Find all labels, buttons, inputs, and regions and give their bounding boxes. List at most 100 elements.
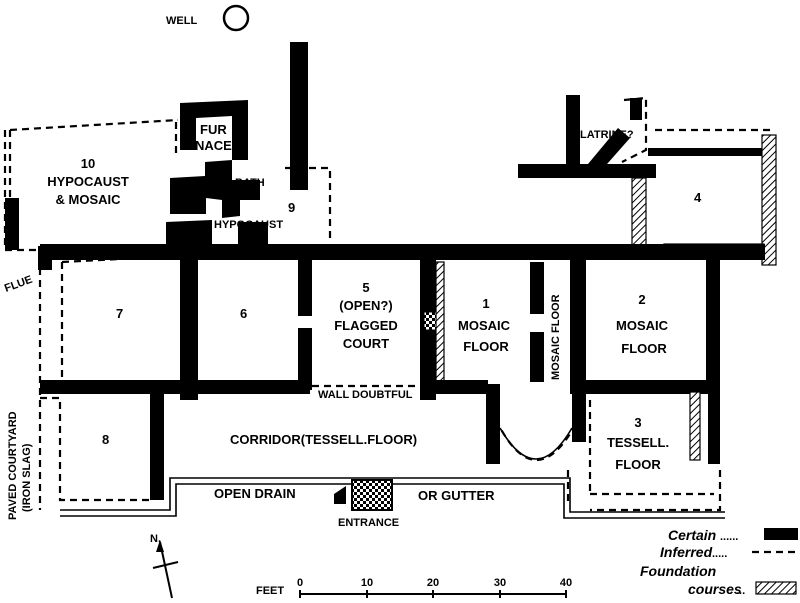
interior-walls	[180, 250, 720, 400]
room-4-east-foundation	[761, 134, 777, 266]
hypocaust-mass-2	[238, 222, 268, 248]
room-2-label-2: FLOOR	[621, 341, 667, 356]
apse-east-wall	[572, 390, 586, 442]
room-2-east-wall	[706, 250, 720, 390]
entrance-label: ENTRANCE	[338, 517, 399, 529]
corridor-walls	[150, 380, 722, 512]
entrance-post	[334, 486, 346, 504]
room-3-inferred-wall	[566, 400, 714, 506]
latrine-label: LATRINE?	[580, 129, 634, 141]
scale-tick-label-10: 10	[361, 577, 373, 589]
entrance-paving	[351, 479, 393, 511]
flue: FLUE	[3, 246, 52, 295]
scale-tick-label-20: 20	[427, 577, 439, 589]
bath-wall	[170, 160, 260, 218]
latrine-west-wall	[566, 95, 580, 167]
south-wall-room-2	[570, 380, 720, 394]
room-9-hypocaust-label: HYPOCAUST	[214, 219, 283, 231]
room-9-inferred-wall	[285, 166, 332, 240]
drain-north-edge	[60, 477, 725, 513]
room-5-label-1: (OPEN?)	[339, 298, 392, 313]
legend-foundation-dots: ...	[736, 585, 745, 597]
paved-courtyard-label-2: (IRON SLAG)	[21, 443, 33, 512]
room-7-number: 7	[116, 306, 123, 321]
paved-courtyard-label-1: PAVED COURTYARD	[7, 411, 19, 520]
room-10-label-2: & MOSAIC	[56, 192, 122, 207]
south-wall-room-1-west	[432, 380, 488, 394]
legend-certain-dots: ......	[720, 531, 738, 543]
range-south-wall: WALL DOUBTFUL	[40, 380, 720, 401]
latrine-inferred-wall	[621, 96, 648, 163]
room-8-east-wall	[150, 380, 164, 500]
or-gutter-label: OR GUTTER	[418, 488, 495, 503]
scale-tick-label-30: 30	[494, 577, 506, 589]
room-1-number: 1	[482, 296, 489, 311]
hypocaust-mass-1	[166, 220, 212, 248]
room-3-east-wall	[708, 384, 720, 464]
room-6-number: 6	[240, 306, 247, 321]
room-9-number: 9	[288, 200, 295, 215]
room-3-label-1: TESSELL.	[607, 435, 669, 450]
room-4-north-wall	[648, 148, 766, 156]
room-10-label-1: HYPOCAUST	[47, 174, 129, 189]
scale-tick-label-40: 40	[560, 577, 572, 589]
legend-foundation-label-2: courses	[688, 581, 742, 597]
room-1-label-1: MOSAIC	[458, 318, 511, 333]
room-10-number: 10	[81, 156, 95, 171]
room-8-number: 8	[102, 432, 109, 447]
legend-inferred-label: Inferred	[660, 544, 713, 560]
wall-6-5-lower	[298, 328, 312, 390]
legend-certain-label: Certain	[668, 527, 716, 543]
apse-inner	[499, 427, 573, 460]
furnace-label-1: FUR	[200, 122, 227, 137]
mosaic-floor-vertical-label: MOSAIC FLOOR	[550, 294, 562, 380]
legend: Certain ...... Inferred ..... Foundation…	[640, 527, 798, 597]
room-1-inner-wall-lower	[530, 332, 544, 382]
west-rooms-inferred-wall	[40, 254, 181, 502]
legend-certain-swatch	[764, 528, 798, 540]
room-1-inner-wall-upper	[530, 262, 544, 314]
north-spur-wall	[290, 42, 308, 190]
latrine-post	[630, 98, 642, 120]
well-circle	[222, 4, 250, 32]
apse-west-wall	[486, 384, 500, 464]
north-label: N.	[150, 533, 161, 545]
wall-5-1-mosaic-patch	[423, 311, 437, 331]
wall-1-2	[570, 250, 586, 382]
bath-label: BATH	[235, 177, 265, 189]
well-label: WELL	[166, 15, 197, 27]
legend-foundation-swatch	[755, 581, 797, 595]
bath-suite-walls	[3, 42, 332, 252]
furnace-wall	[180, 100, 248, 160]
room-4-number: 4	[694, 190, 702, 205]
wall-5-1-foundation	[435, 261, 445, 383]
flue-wall	[38, 246, 52, 270]
room-2-label-1: MOSAIC	[616, 318, 669, 333]
well: WELL	[166, 4, 250, 32]
north-arrow-head	[156, 540, 164, 552]
north-arrow: N.	[150, 533, 179, 599]
south-wall-west	[40, 380, 310, 394]
legend-inferred-dots: .....	[712, 548, 727, 560]
latrine-room-4-walls	[518, 95, 777, 266]
room-3-label-2: FLOOR	[615, 457, 661, 472]
room-1-label-2: FLOOR	[463, 339, 509, 354]
room-5-number: 5	[362, 280, 369, 295]
wall-6-5-upper	[298, 250, 312, 316]
room-4-west-foundation	[631, 177, 647, 249]
north-arrow-crossbar	[152, 561, 179, 569]
room-10-west-wall	[5, 198, 19, 250]
room-3-foundation	[689, 391, 701, 461]
room-4-west-wall	[518, 164, 656, 178]
wall-doubtful-label: WALL DOUBTFUL	[318, 389, 413, 401]
open-drain-label: OPEN DRAIN	[214, 486, 296, 501]
scale-tick-label-0: 0	[297, 577, 303, 589]
room-3-number: 3	[634, 415, 641, 430]
room-3-outer-inferred	[590, 470, 722, 512]
room-labels: FUR NACE? 10 HYPOCAUST & MOSAIC BATH 9 H…	[7, 122, 702, 529]
open-drain	[60, 477, 725, 519]
scale-label: FEET	[256, 585, 284, 597]
wall-7-6	[180, 250, 198, 400]
corridor-label: CORRIDOR(TESSELL.FLOOR)	[230, 432, 417, 447]
